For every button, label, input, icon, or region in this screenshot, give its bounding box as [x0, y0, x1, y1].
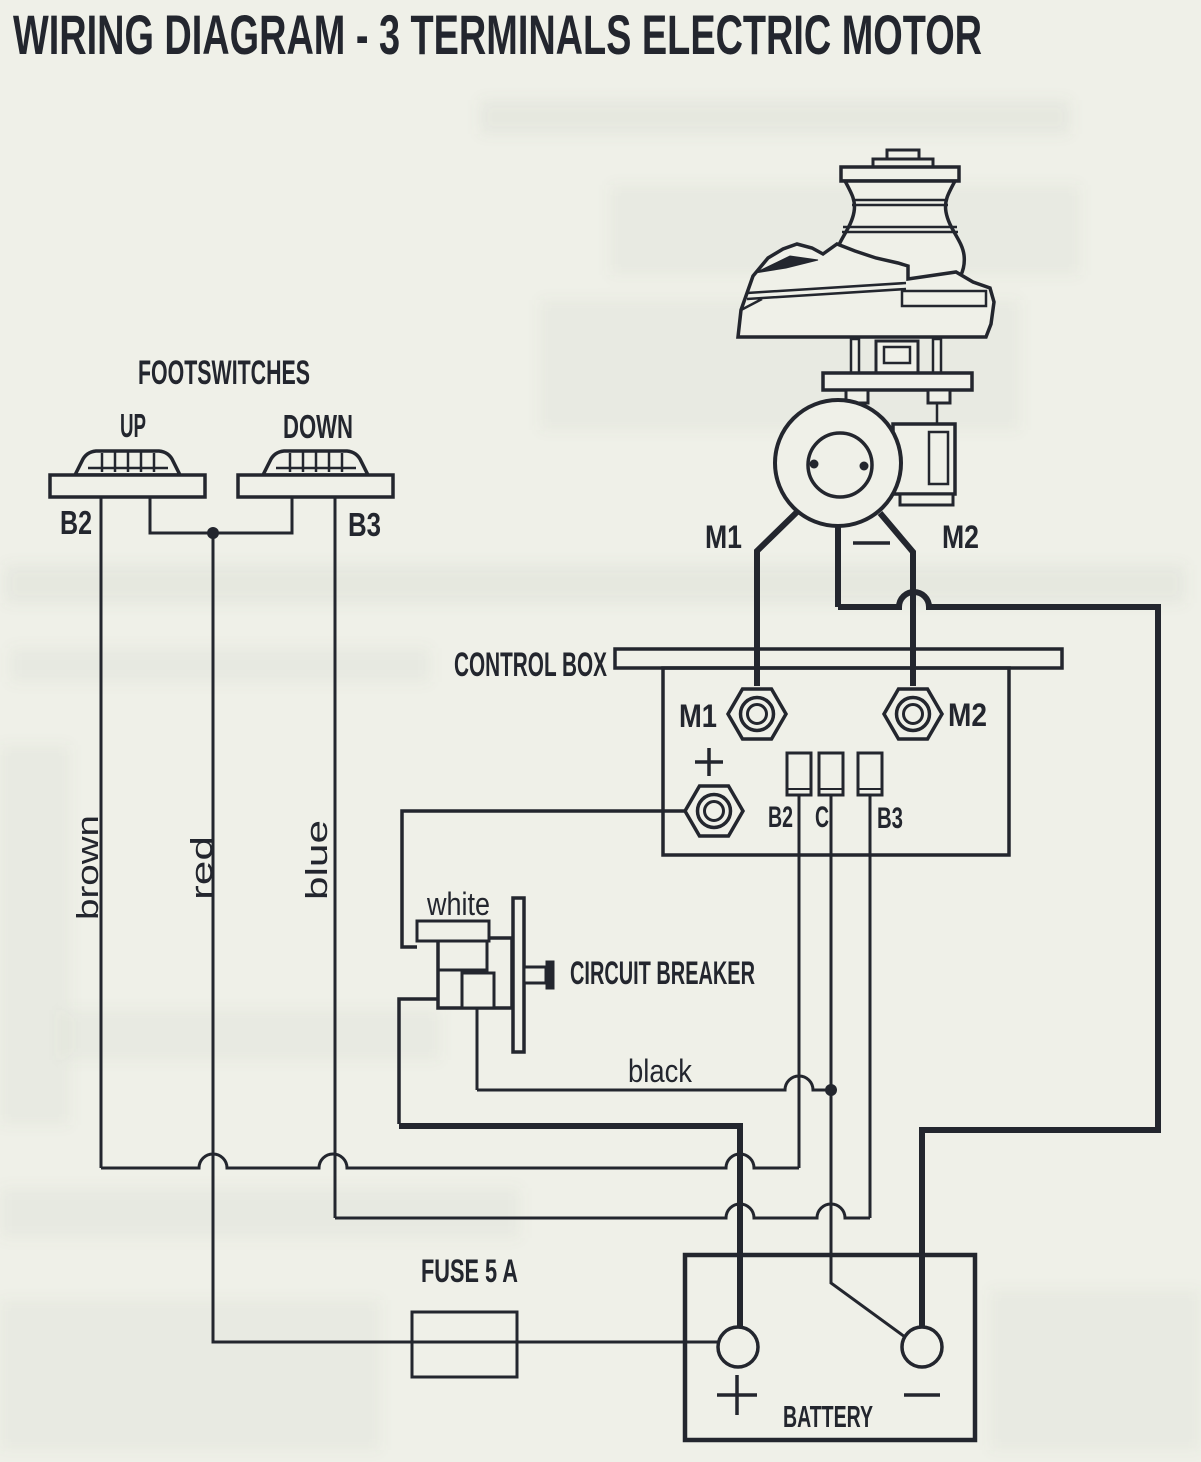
footswitch-cap-ribs: [276, 452, 356, 472]
plus-sign-icon: [695, 748, 723, 776]
control-box-b3-label: B3: [877, 802, 903, 835]
motor-bolt-right: [859, 461, 869, 471]
battery-plus-sign-icon: [717, 1375, 757, 1415]
capstan-drum-bands: [842, 198, 958, 234]
windlass-motor-drawing: [736, 148, 996, 528]
battery-label: BATTERY: [783, 1399, 873, 1434]
motor-m1-label: M1: [705, 519, 742, 555]
bleed-smudge: [0, 1188, 520, 1238]
c-terminal-wire: [829, 795, 906, 1339]
footswitches-heading: FOOTSWITCHES: [138, 354, 310, 392]
deck-mounting-bar: [613, 647, 1064, 670]
breaker-panel-plate: [511, 896, 526, 1054]
control-box-terminals: [682, 687, 945, 838]
motor-m2-label: M2: [942, 519, 979, 555]
footswitch-base: [48, 473, 207, 499]
black-wire-horizontal: [477, 1074, 831, 1092]
footswitch-base: [236, 473, 395, 499]
black-wire-junction-dot: [825, 1084, 837, 1096]
stud-nut-right: [926, 388, 952, 405]
white-wire-label: white: [426, 886, 490, 922]
control-box-m2-label: M2: [948, 697, 987, 733]
motor-end-cap: [806, 431, 874, 499]
circuit-breaker-label: CIRCUIT BREAKER: [570, 955, 755, 991]
bleed-smudge: [480, 100, 1070, 134]
footswitch-cap-ribs: [88, 452, 168, 472]
bleed-smudge: [60, 1010, 440, 1060]
negative-battery-cable: [835, 526, 1161, 1327]
scan-artifacts: [0, 100, 1200, 1450]
m1-stud-terminal: [725, 687, 789, 741]
breaker-reset-button: [545, 960, 555, 990]
breaker-reset-stem: [522, 965, 548, 985]
circuit-breaker-drawing: [415, 896, 555, 1054]
fuse-label: FUSE 5 A: [421, 1253, 518, 1289]
bleed-smudge: [0, 1300, 380, 1450]
blue-wire-label: blue: [299, 820, 334, 900]
bleed-smudge: [10, 648, 430, 682]
brown-wire-label: brown: [70, 815, 105, 920]
m2-stud-terminal: [881, 687, 945, 741]
terminal-hole: [746, 703, 768, 725]
m1-motor-cable: [754, 509, 800, 686]
plus-stud-terminal: [682, 748, 746, 838]
battery-box: [682, 1252, 978, 1443]
control-box-m1-label: M1: [679, 698, 717, 734]
gearbox-detail: [927, 430, 950, 486]
mounting-plate: [821, 371, 974, 392]
gearbox-foot: [898, 492, 955, 507]
diagram-labels: WIRING DIAGRAM - 3 TERMINALS ELECTRIC MO…: [13, 3, 987, 1434]
bleed-smudge: [5, 565, 1185, 603]
bleed-smudge: [0, 745, 70, 1125]
chain-stripper-wedge: [754, 255, 819, 274]
terminal-hole: [902, 703, 924, 725]
footswitch-junction-dot: [207, 527, 219, 539]
m2-motor-cable: [877, 511, 916, 686]
control-box-c-label: C: [815, 801, 829, 834]
mounting-stud-left: [849, 337, 861, 375]
control-box-outline: [661, 666, 1011, 857]
breaker-output-wire: [397, 997, 438, 1124]
b2-spade-terminal: [785, 751, 813, 797]
housing-detail-lines: [740, 281, 907, 312]
brown-wire-horizontal: [101, 1152, 799, 1170]
footswitch-down-label: DOWN: [283, 408, 353, 445]
motor-bolt-left: [809, 459, 819, 469]
breaker-top-lug: [415, 919, 491, 943]
page-title: WIRING DIAGRAM - 3 TERMINALS ELECTRIC MO…: [13, 3, 982, 66]
footswitch-up-label: UP: [120, 407, 146, 444]
bleed-smudge: [990, 1290, 1200, 1450]
terminal-hole: [703, 800, 725, 822]
drive-neck-detail: [882, 345, 912, 365]
footswitch-down-terminal-label: B3: [348, 506, 381, 543]
footswitch-down: [236, 449, 395, 499]
capstan-top-flange: [839, 165, 961, 183]
control-box-b2-label: B2: [768, 801, 793, 834]
footswitch-up-terminal-label: B2: [60, 504, 92, 541]
footswitch-common-link-wire: [148, 497, 294, 535]
white-wire: [400, 809, 685, 949]
battery-positive-post: [716, 1325, 760, 1369]
control-box-label: CONTROL BOX: [454, 646, 607, 684]
black-wire-label: black: [628, 1053, 693, 1089]
battery-drawing: [682, 1252, 978, 1443]
fuse-symbol: [410, 1310, 519, 1379]
red-wire: [211, 533, 718, 1344]
mounting-stud-right: [931, 337, 943, 375]
red-wire-label: red: [184, 836, 219, 900]
breaker-bottom-lug: [460, 971, 496, 1010]
spade-terminals: [785, 751, 884, 797]
c-spade-terminal: [817, 751, 845, 797]
b3-spade-terminal: [856, 751, 884, 797]
footswitch-up: [48, 449, 207, 499]
positive-battery-cable: [399, 1123, 743, 1327]
battery-negative-post: [900, 1325, 944, 1369]
blue-wire-horizontal: [335, 1202, 870, 1220]
housing-right-ledge: [900, 289, 988, 308]
